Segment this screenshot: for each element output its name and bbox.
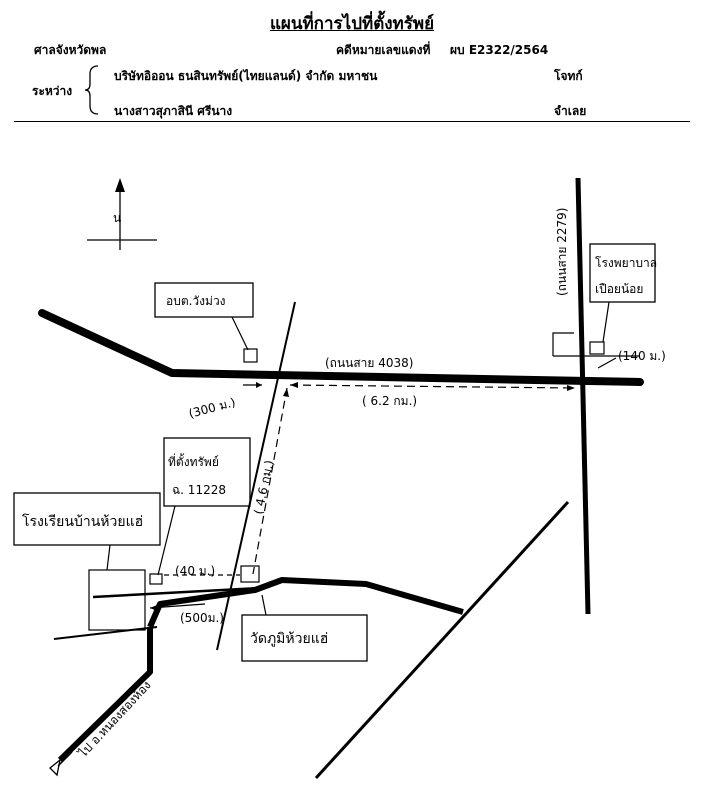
dist-500m: (500ม.) — [180, 611, 224, 625]
plaintiff-role: โจทก์ — [554, 69, 583, 83]
local-road-ns — [216, 301, 296, 651]
school-building-icon — [88, 569, 146, 631]
court-name: ศาลจังหวัดพล — [34, 43, 107, 57]
hospital-building-icon — [589, 341, 605, 355]
place-hospital-line2: เปือยน้อย — [595, 282, 643, 296]
defendant-name: นางสาวสุภาสินี ศรีนาง — [114, 104, 233, 118]
obt-building-icon — [243, 348, 258, 363]
dist-300m: (300 ม.) — [187, 395, 237, 421]
north-label: น — [113, 211, 121, 225]
place-temple-label: วัดภูมิห้วยแฮ่ — [250, 631, 328, 647]
north-arrow-icon: น — [87, 178, 157, 250]
document-header: แผนที่การไปที่ตั้งทรัพย์ ศาลจังหวัดพล คด… — [0, 0, 704, 130]
case-label: คดีหมายเลขแดงที่ — [336, 43, 431, 57]
case-number: ผบ E2322/2564 — [450, 43, 549, 57]
road-nong-song-hong-label: ไป อ.หนองสองห้อง — [75, 678, 153, 761]
property-label-box — [163, 437, 251, 507]
temple-label-box — [241, 614, 368, 662]
dist-40m: (40 ม.) — [175, 564, 215, 578]
between-label: ระหว่าง — [32, 84, 73, 98]
plaintiff-name: บริษัทอิออน ธนสินทรัพย์(ไทยแลนด์) จำกัด … — [114, 69, 378, 83]
defendant-role: จำเลย — [554, 104, 587, 118]
road-to-nong-song-hong — [57, 627, 153, 763]
school-label-box — [13, 492, 161, 546]
property-line2: ฉ. 11228 — [172, 483, 226, 497]
dist-6-2km: ( 6.2 กม.) — [362, 394, 417, 408]
road-2279-label: (ถนนสาย 2279) — [555, 208, 569, 296]
hospital-label-box — [589, 243, 656, 303]
road-4038 — [38, 309, 644, 386]
place-obt-label: อบต.วังม่วง — [166, 294, 226, 308]
temple-marker-icon — [240, 565, 260, 583]
place-school-label: โรงเรียนบ้านห้วยแฮ่ — [22, 513, 143, 530]
place-hospital-line1: โรงพยาบาล — [595, 256, 657, 270]
obt-label-box — [154, 282, 254, 318]
road-school — [53, 626, 158, 640]
header-divider — [14, 121, 690, 122]
dist-4-6km: ( 4.6 กม.) — [251, 459, 276, 516]
property-marker-icon — [149, 573, 163, 585]
diagonal-road — [314, 500, 570, 780]
property-line1: ที่ตั้งทรัพย์ — [168, 453, 219, 469]
road-4038-label: (ถนนสาย 4038) — [325, 356, 413, 370]
road-2279 — [575, 177, 591, 615]
road-village — [92, 586, 261, 599]
dist-140m: (140 ม.) — [618, 349, 666, 363]
page-title: แผนที่การไปที่ตั้งทรัพย์ — [269, 14, 435, 34]
brace-icon — [84, 65, 99, 115]
